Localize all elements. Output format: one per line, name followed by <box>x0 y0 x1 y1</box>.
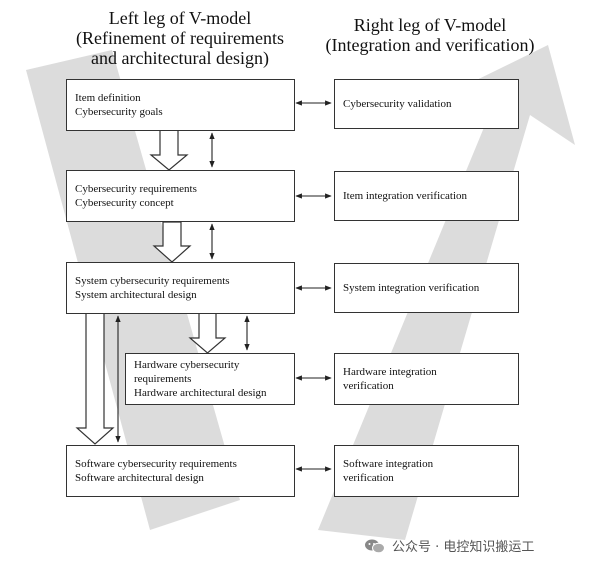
software-cybersecurity-box: Software cybersecurity requirements Soft… <box>66 445 295 497</box>
item-definition-box: Item definition Cybersecurity goals <box>66 79 295 131</box>
cybersecurity-requirements-box: Cybersecurity requirements Cybersecurity… <box>66 170 295 222</box>
down-arrow-4 <box>75 312 115 445</box>
cybersecurity-validation-box: Cybersecurity validation <box>334 79 519 129</box>
item-integration-box: Item integration verification <box>334 171 519 221</box>
watermark: 公众号 · 电控知识搬运工 <box>364 536 534 555</box>
system-cybersecurity-box: System cybersecurity requirements System… <box>66 262 295 314</box>
down-arrow-1 <box>149 129 189 171</box>
software-integration-box: Software integration verification <box>334 445 519 497</box>
left-leg-header: Left leg of V-model (Refinement of requi… <box>76 8 284 68</box>
down-arrow-3 <box>188 312 227 354</box>
down-arrow-2 <box>152 221 192 263</box>
right-leg-header: Right leg of V-model (Integration and ve… <box>325 15 535 55</box>
wechat-icon <box>365 539 385 553</box>
system-integration-box: System integration verification <box>334 263 519 313</box>
watermark-text: 公众号 · 电控知识搬运工 <box>392 540 535 555</box>
hardware-integration-box: Hardware integration verification <box>334 353 519 405</box>
hardware-cybersecurity-box: Hardware cybersecurity requirements Hard… <box>125 353 295 405</box>
